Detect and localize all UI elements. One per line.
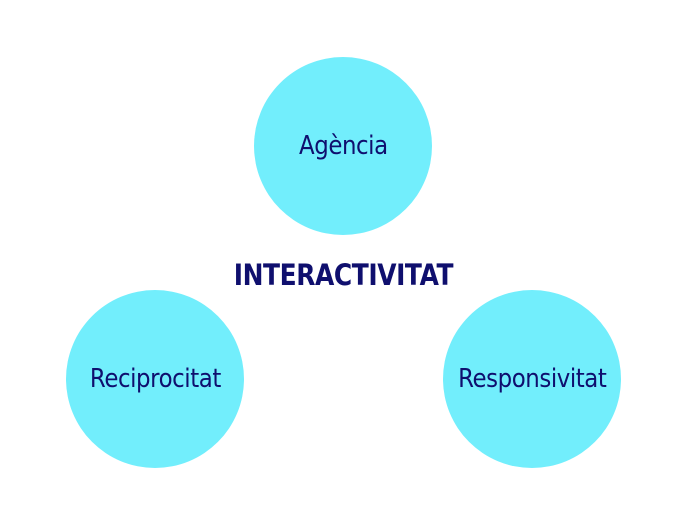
node-responsivitat: Responsivitat: [443, 290, 621, 468]
node-reciprocitat: Reciprocitat: [66, 290, 244, 468]
diagram-center-title: INTERACTIVITAT: [233, 258, 454, 292]
node-label-agencia: Agència: [298, 131, 388, 161]
node-label-responsivitat: Responsivitat: [457, 364, 607, 394]
node-agencia: Agència: [254, 57, 432, 235]
node-label-reciprocitat: Reciprocitat: [89, 364, 221, 394]
